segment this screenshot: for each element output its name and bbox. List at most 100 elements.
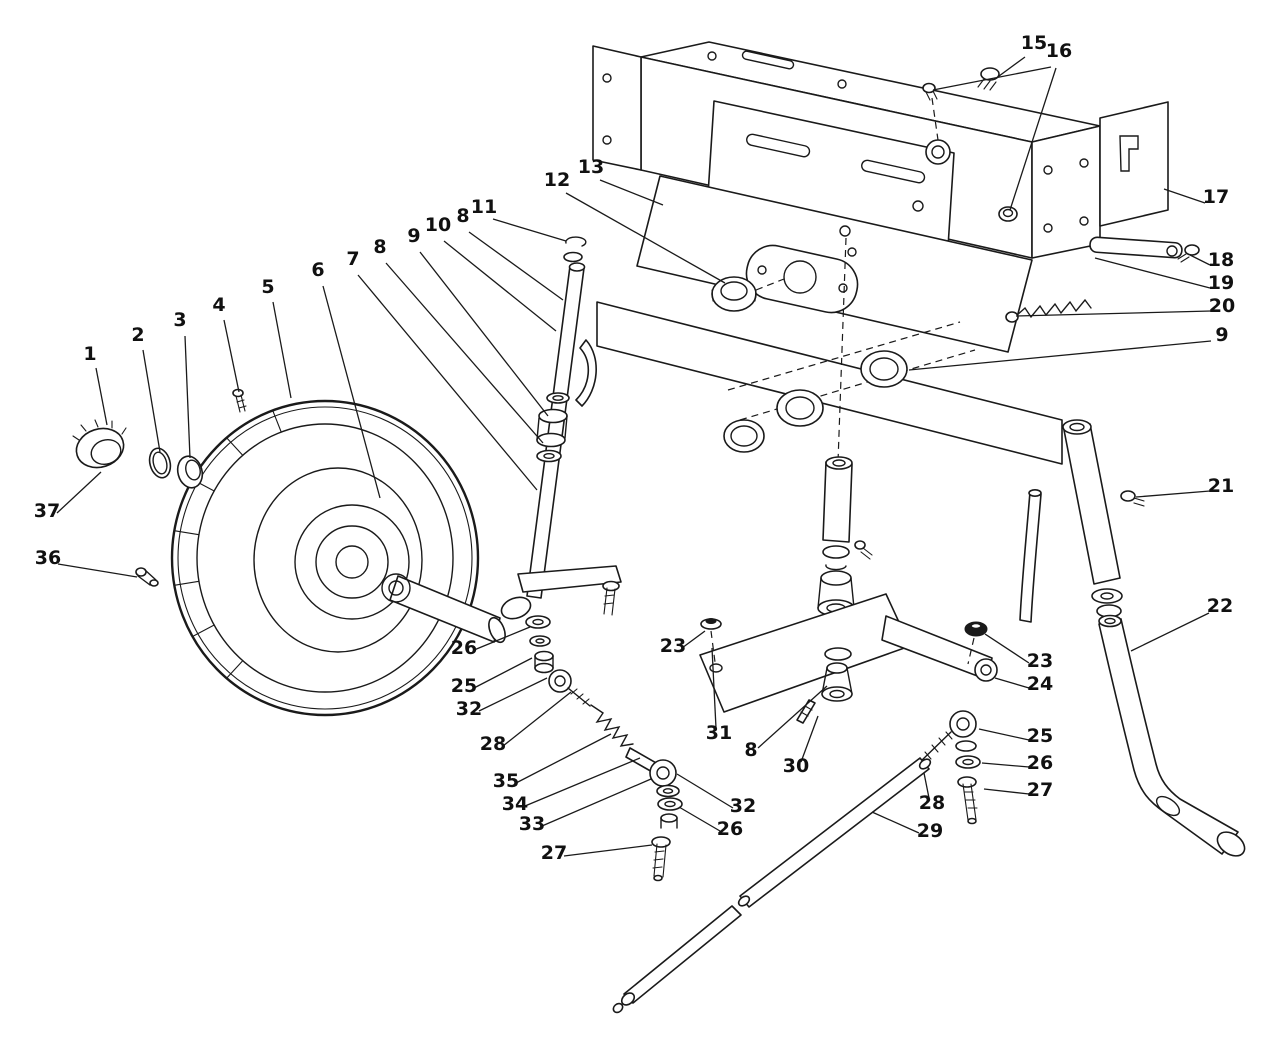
callout-leader-33 — [541, 778, 652, 827]
callout-leader-26 — [473, 626, 531, 651]
callout-leader-15 — [994, 56, 1026, 80]
callout-26: 26 — [1027, 752, 1053, 774]
callout-35: 35 — [493, 770, 519, 792]
callout-13: 13 — [578, 156, 604, 178]
bolt-21 — [1120, 490, 1145, 507]
callout-leader-28 — [923, 772, 930, 799]
bellcrank-assembly — [699, 237, 998, 724]
callout-leader-23 — [681, 630, 706, 649]
callout-10: 10 — [425, 214, 451, 236]
long-tie-rod — [612, 757, 932, 1014]
screw-16 — [922, 82, 939, 141]
hub-cap-1 — [72, 419, 127, 469]
callout-36: 36 — [35, 547, 61, 569]
right-joint-stack — [919, 710, 981, 825]
right-spindle — [1062, 419, 1123, 618]
callout-leader-36 — [57, 563, 138, 578]
threads-28 — [919, 731, 953, 763]
callout-leader-30 — [800, 715, 819, 763]
callout-37: 37 — [34, 500, 60, 522]
callout-18: 18 — [1208, 249, 1234, 271]
callout-leader-25 — [978, 728, 1030, 741]
callout-leader-27 — [563, 844, 653, 857]
arm-bolt — [602, 580, 620, 616]
callout-leader-9 — [908, 340, 1212, 371]
axle-beam — [596, 301, 1063, 465]
shaft-22 — [1098, 614, 1246, 857]
callout-8: 8 — [456, 205, 469, 227]
side-plate-17 — [1099, 101, 1169, 227]
callout-leader-24 — [994, 677, 1030, 689]
callout-26: 26 — [717, 818, 743, 840]
callout-leader-20 — [1015, 310, 1212, 317]
callout-9: 9 — [407, 225, 420, 247]
callout-4: 4 — [212, 294, 225, 316]
bushing-9 — [860, 350, 908, 388]
callout-7: 7 — [346, 248, 359, 270]
callout-32: 32 — [730, 795, 756, 817]
nut-12 — [711, 276, 757, 312]
callout-5: 5 — [261, 276, 274, 298]
callout-leader-8 — [468, 231, 564, 301]
bolt-27-right — [957, 776, 978, 825]
callout-16: 16 — [1046, 40, 1072, 62]
callout-25: 25 — [451, 675, 477, 697]
bolt-27-left — [651, 836, 671, 882]
bushing — [776, 389, 824, 427]
bearing-3 — [176, 455, 204, 489]
callout-25: 25 — [1027, 725, 1053, 747]
callout-leader-13 — [599, 179, 664, 206]
spring-20 — [1005, 298, 1092, 323]
left-spindle-assembly — [500, 236, 622, 620]
callout-23: 23 — [1027, 650, 1053, 672]
callout-22: 22 — [1207, 595, 1233, 617]
grease-fitting-36 — [135, 567, 159, 587]
callout-28: 28 — [919, 792, 945, 814]
callout-31: 31 — [706, 722, 732, 744]
left-tie-rod — [590, 704, 683, 882]
callout-1: 1 — [83, 343, 96, 365]
callout-leader-29 — [871, 811, 920, 834]
nut-16 — [998, 206, 1018, 222]
callout-leader-16 — [932, 66, 1052, 91]
callout-leader-21 — [1135, 490, 1211, 498]
oval-plate — [745, 244, 859, 314]
callout-9: 9 — [1215, 324, 1228, 346]
callout-leader-10 — [443, 240, 557, 332]
handle-rod — [1019, 488, 1042, 623]
callout-leader-4 — [223, 319, 240, 393]
callout-leader-28 — [502, 691, 572, 747]
callout-leader-12 — [565, 192, 726, 284]
bolt-4 — [232, 388, 247, 413]
callout-leader-3 — [184, 335, 191, 459]
callout-leader-22 — [1130, 612, 1210, 652]
callout-11: 11 — [471, 196, 497, 218]
callout-27: 27 — [541, 842, 567, 864]
callout-leader-16-1 — [1009, 67, 1057, 211]
washer-2 — [148, 447, 172, 479]
callout-leader-32 — [478, 677, 548, 712]
callout-leader-32 — [676, 773, 734, 809]
wheel-assembly — [170, 399, 506, 717]
lower-bushing — [821, 647, 853, 702]
callout-33: 33 — [519, 813, 545, 835]
callout-leader-25 — [473, 657, 533, 689]
callout-19: 19 — [1208, 272, 1234, 294]
callout-3: 3 — [173, 309, 186, 331]
bolt-18 — [1177, 244, 1200, 263]
nut-23 — [964, 621, 988, 665]
callout-21: 21 — [1208, 475, 1234, 497]
callout-30: 30 — [783, 755, 809, 777]
bearing-ring — [723, 419, 765, 453]
callout-27: 27 — [1027, 779, 1053, 801]
callout-15: 15 — [1021, 32, 1047, 54]
callout-leader-6 — [322, 285, 381, 499]
alignment-dashes — [755, 278, 785, 291]
callout-28: 28 — [480, 733, 506, 755]
callout-24: 24 — [1027, 673, 1053, 695]
callout-26: 26 — [451, 637, 477, 659]
callout-leader-7 — [357, 274, 538, 491]
